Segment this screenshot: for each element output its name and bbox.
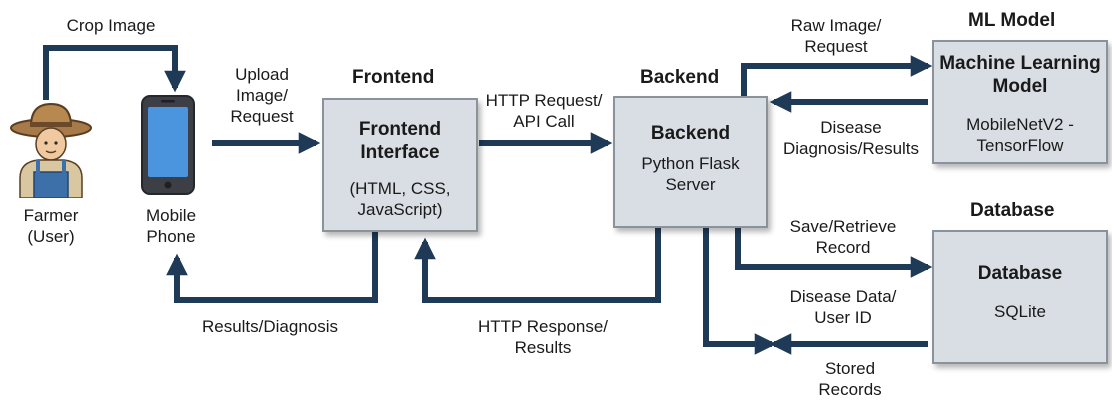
- backend-title: Backend: [650, 123, 731, 144]
- database-title: Database: [977, 263, 1063, 284]
- crop-image-label: Crop Image: [66, 16, 156, 35]
- http-request-label: HTTP Request/API Call: [485, 91, 603, 131]
- farmer-label: Farmer(User): [23, 206, 79, 246]
- crop-image-arrow: [43, 45, 186, 100]
- http-response-label: HTTP Response/Results: [477, 317, 609, 357]
- frontend-interface-tech: (HTML, CSS,JavaScript): [349, 179, 451, 219]
- database-tech: SQLite: [994, 302, 1046, 321]
- disease-data-label: Disease Data/User ID: [789, 287, 897, 327]
- mobile-phone-icon: [141, 95, 195, 195]
- raw-image-label: Raw Image/Request: [790, 16, 882, 56]
- raw-image-arrow: [741, 55, 933, 96]
- results-diagnosis-label: Results/Diagnosis: [201, 317, 339, 336]
- save-retrieve-arrow: [735, 228, 933, 278]
- http-response-arrow: [414, 228, 661, 303]
- ml-model-tech: MobileNetV2 -TensorFlow: [966, 115, 1074, 155]
- frontend-header: Frontend: [352, 67, 435, 88]
- database-header: Database: [970, 200, 1055, 221]
- ml-model-header: ML Model: [968, 10, 1056, 31]
- backend-header: Backend: [640, 67, 720, 88]
- results-diagnosis-arrow: [166, 232, 378, 303]
- farmer-icon: [10, 102, 92, 198]
- database-box: Database SQLite: [932, 230, 1108, 364]
- stored-records-arrow: [703, 228, 777, 355]
